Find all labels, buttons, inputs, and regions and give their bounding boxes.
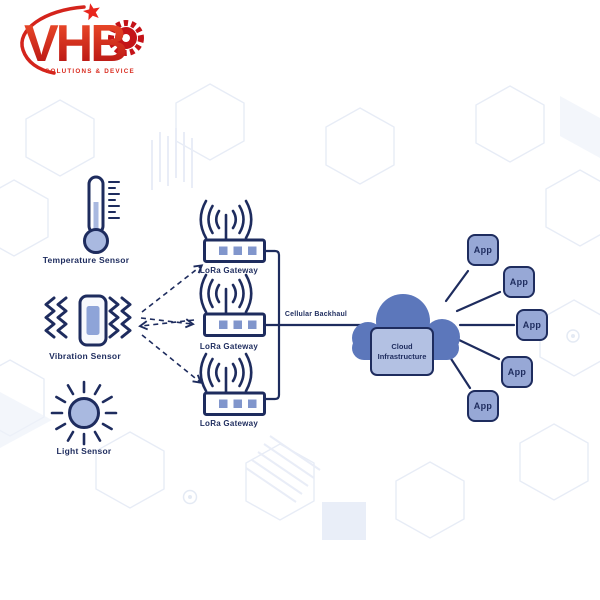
thermometer-icon bbox=[83, 175, 120, 254]
app-box-1: App bbox=[467, 234, 499, 266]
sun-icon bbox=[50, 380, 118, 446]
swoosh bbox=[20, 5, 86, 75]
lora-gateway-label-1: LoRa Gateway bbox=[199, 266, 259, 275]
vhb-logo: VHB SOLUTIONS & DEVICE bbox=[20, 3, 144, 75]
app-box-5: App bbox=[467, 390, 499, 422]
lora-gateway-icon-3 bbox=[199, 352, 266, 416]
lora-gateway-icon-1 bbox=[199, 199, 266, 263]
app-label-2: App bbox=[509, 277, 529, 287]
cloud-infrastructure-label: Cloud Infrastructure bbox=[377, 341, 427, 361]
light-sensor-label: Light Sensor bbox=[56, 446, 112, 456]
app-box-2: App bbox=[503, 266, 535, 298]
logo-brand: VHB bbox=[24, 15, 126, 73]
app-label-4: App bbox=[507, 367, 527, 377]
star-icon bbox=[83, 3, 100, 21]
app-label-5: App bbox=[473, 401, 493, 411]
gear-icon bbox=[108, 20, 144, 56]
vibration-sensor-icon bbox=[44, 294, 132, 347]
lora-gateway-label-2: LoRa Gateway bbox=[199, 342, 259, 351]
temperature-sensor-label: Temperature Sensor bbox=[42, 255, 130, 265]
app-box-3: App bbox=[516, 309, 548, 341]
app-label-1: App bbox=[473, 245, 493, 255]
gateway-bus-connector bbox=[264, 249, 370, 401]
lora-gateway-icon-2 bbox=[199, 273, 266, 337]
app-label-3: App bbox=[522, 320, 542, 330]
cellular-backhaul-label: Cellular Backhaul bbox=[284, 311, 348, 318]
cloud-infrastructure-panel: Cloud Infrastructure bbox=[370, 327, 434, 376]
vibration-sensor-label: Vibration Sensor bbox=[49, 351, 121, 361]
lora-gateway-label-3: LoRa Gateway bbox=[199, 419, 259, 428]
logo-tagline: SOLUTIONS & DEVICE bbox=[45, 68, 135, 75]
app-box-4: App bbox=[501, 356, 533, 388]
sensor-gateway-arrows bbox=[138, 264, 204, 384]
